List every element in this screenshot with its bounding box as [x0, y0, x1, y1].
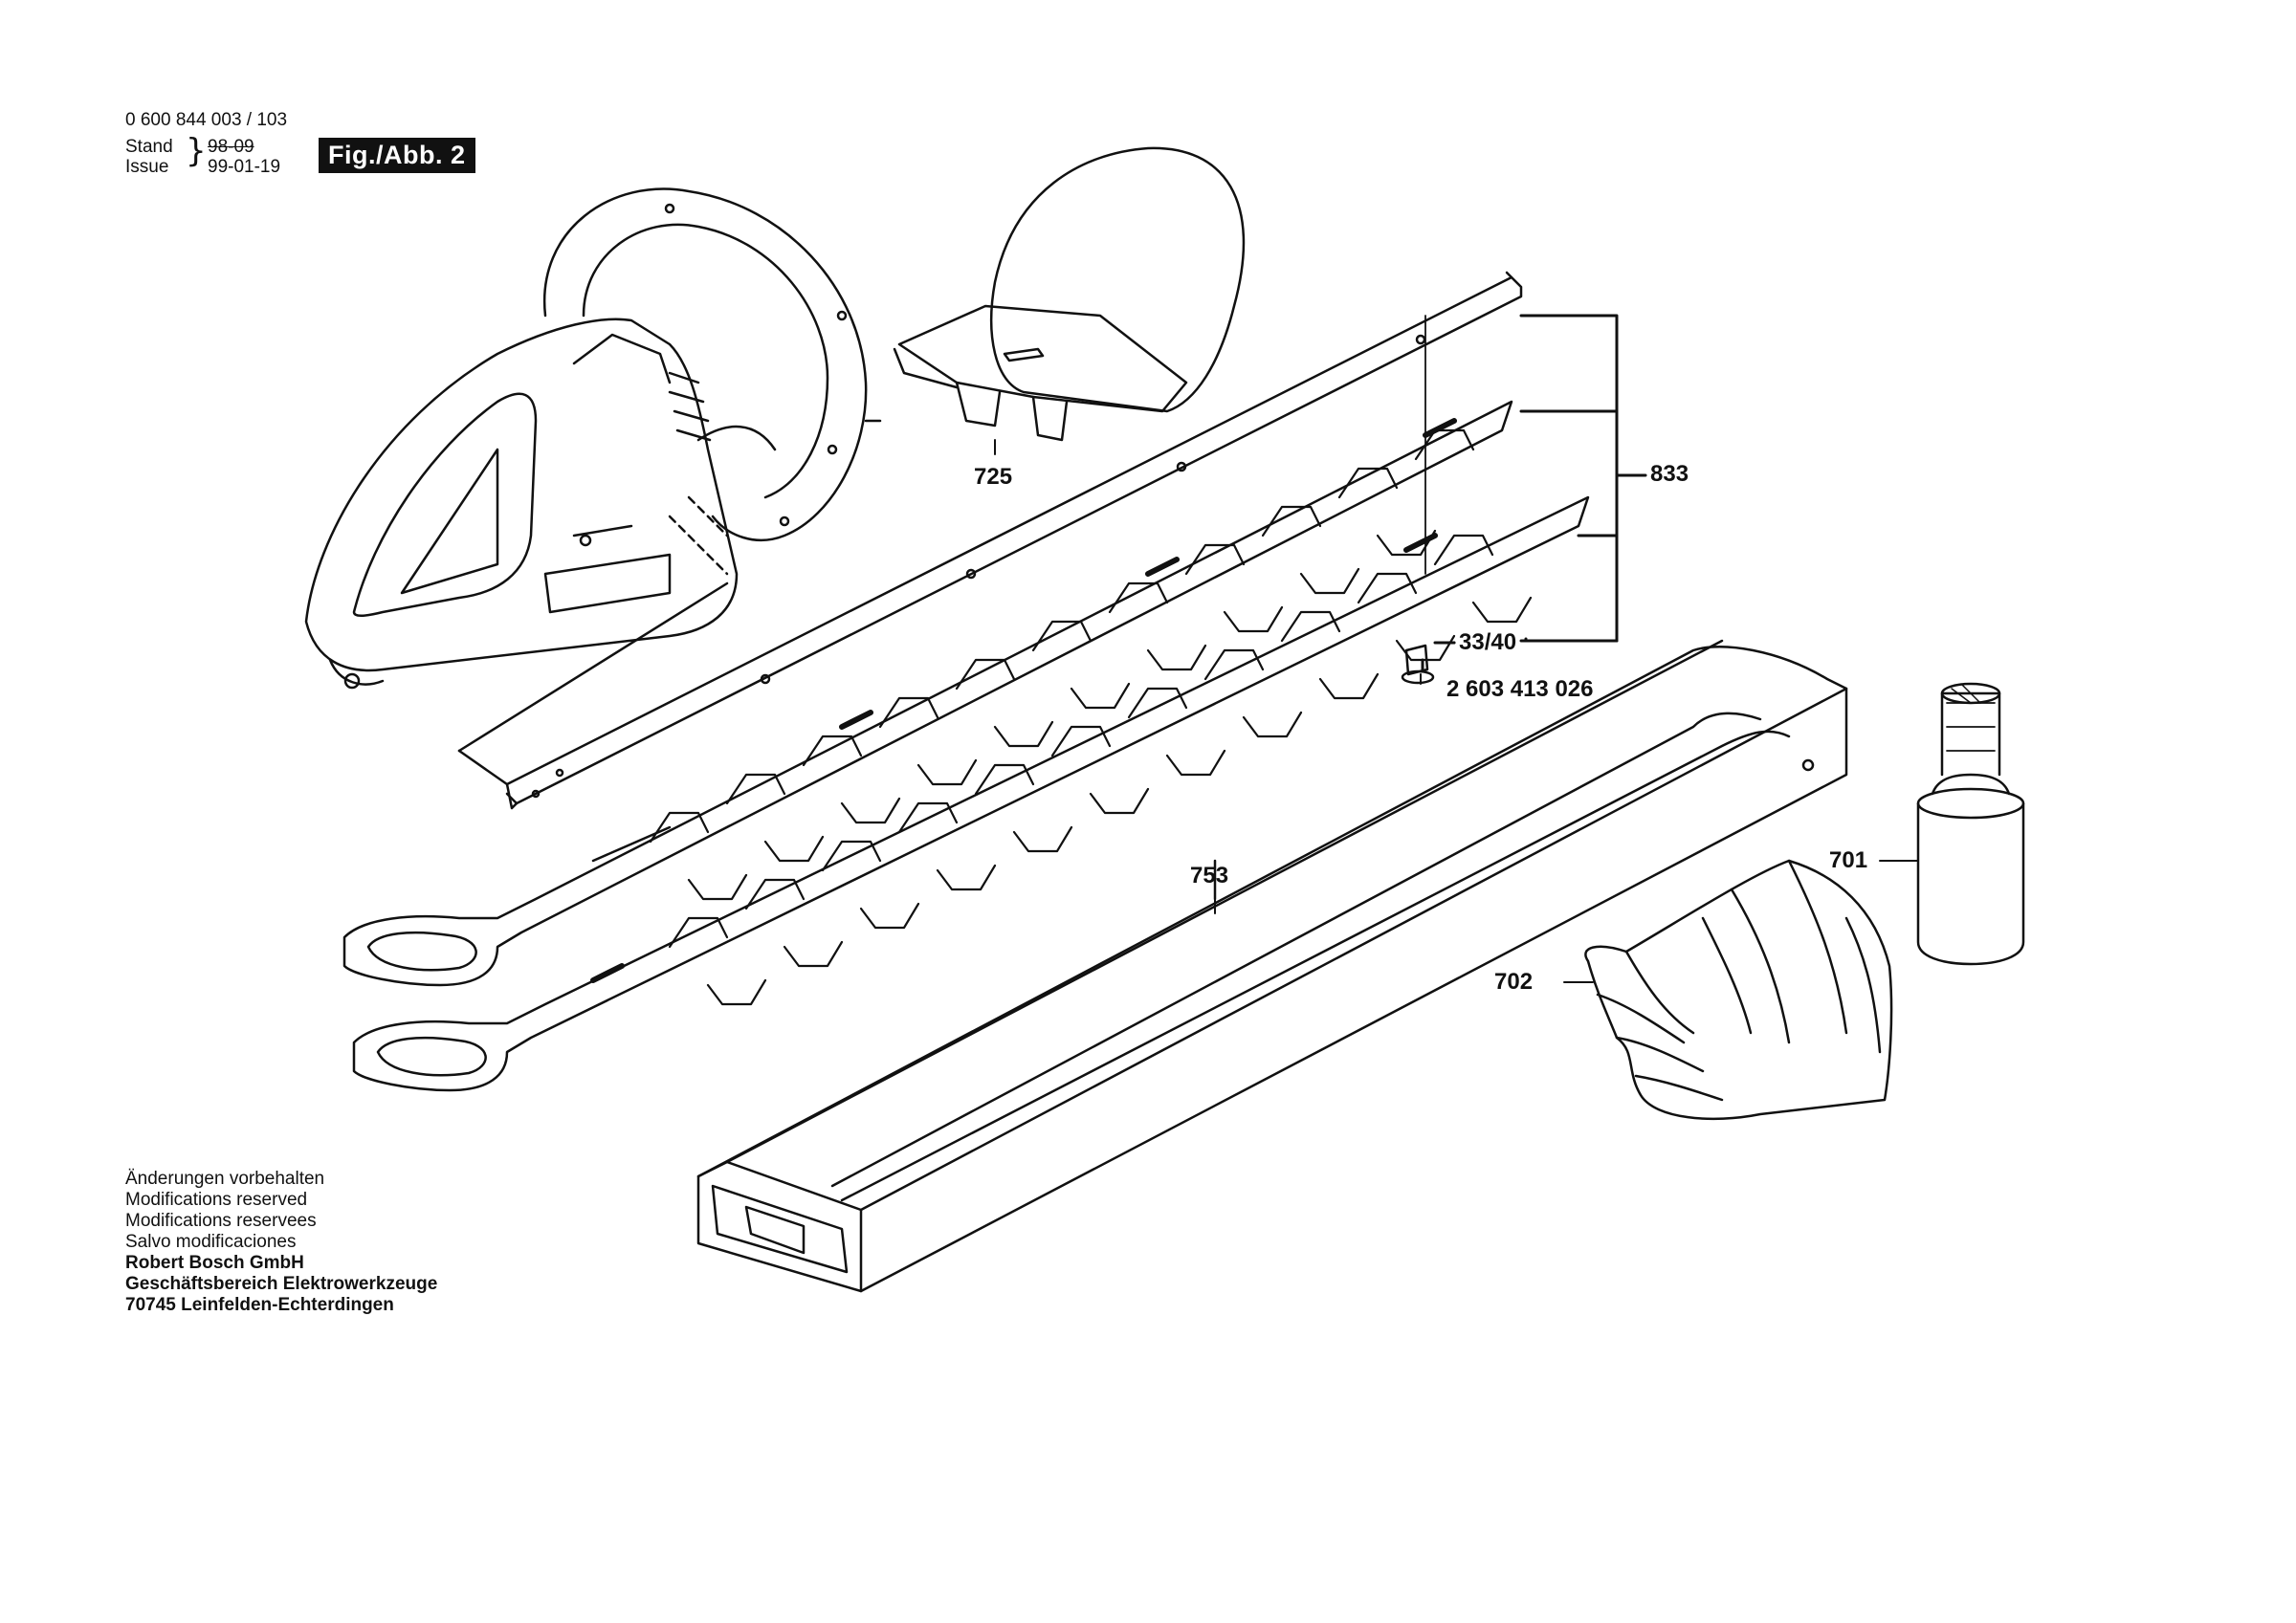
footer-company: Robert Bosch GmbH [125, 1253, 304, 1273]
upper-cutting-blade [342, 400, 1513, 987]
lower-cutting-blade [352, 495, 1590, 1092]
callout-701: 701 [1829, 847, 1868, 873]
footer-line-de: Änderungen vorbehalten [125, 1169, 325, 1189]
blade-assembly-bracket [1421, 314, 1647, 671]
footer-line-en: Modifications reserved [125, 1190, 308, 1210]
stand-value: 98-09 [208, 137, 254, 157]
figure-label: Fig./Abb. 2 [319, 138, 475, 173]
footer-notes: Änderungen vorbehalten Modifications res… [125, 1169, 437, 1316]
callout-screw-part-number: 2 603 413 026 [1446, 676, 1594, 702]
callout-725: 725 [974, 464, 1013, 490]
footer-line-es: Salvo modificaciones [125, 1232, 297, 1252]
issue-value: 99-01-19 [208, 157, 281, 177]
blade-rail [457, 271, 1523, 810]
callout-833: 833 [1650, 461, 1689, 487]
footer-division: Geschäftsbereich Elektrowerkzeuge [125, 1274, 438, 1294]
callout-702: 702 [1494, 969, 1534, 995]
callout-33-40: 33/40 [1459, 629, 1517, 655]
document-number: 0 600 844 003 / 103 [125, 110, 288, 130]
screw [1401, 315, 1435, 685]
callout-753: 753 [1190, 863, 1229, 888]
motor-housing-ring [542, 187, 868, 542]
stand-label: Stand [125, 137, 173, 157]
header-brace: } [186, 132, 207, 170]
blade-cover [696, 639, 1848, 1293]
leader-lines [994, 439, 1919, 983]
hand-guard-shield [864, 146, 1246, 442]
handle-housing [304, 318, 777, 690]
footer-address: 70745 Leinfelden-Echterdingen [125, 1295, 394, 1315]
gloves [1584, 859, 1893, 1121]
oil-bottle [1916, 682, 2025, 966]
issue-label: Issue [125, 157, 169, 177]
footer-line-fr: Modifications reservees [125, 1211, 317, 1231]
